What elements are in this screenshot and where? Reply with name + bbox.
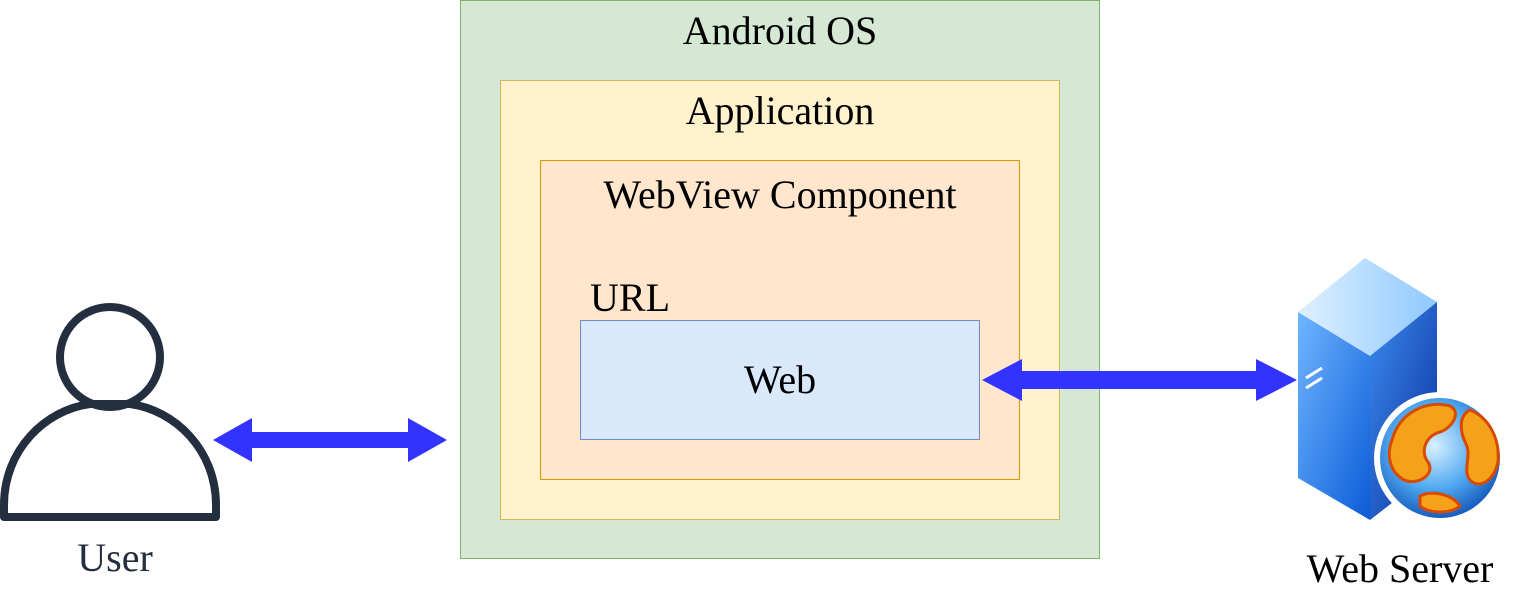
- user-icon: [0, 303, 220, 521]
- web-server-label: Web Server: [1306, 546, 1494, 591]
- application-label: Application: [685, 88, 875, 133]
- user-label: User: [77, 535, 153, 580]
- web-server-arrow: [982, 359, 1297, 401]
- web-label: Web: [743, 357, 817, 402]
- web-server-icon: [1298, 258, 1506, 524]
- web-box: [580, 320, 980, 440]
- android-os-label: Android OS: [682, 8, 878, 53]
- user-os-arrow: [213, 418, 447, 462]
- url-label: URL: [590, 275, 670, 320]
- webview-component-label: WebView Component: [603, 172, 957, 217]
